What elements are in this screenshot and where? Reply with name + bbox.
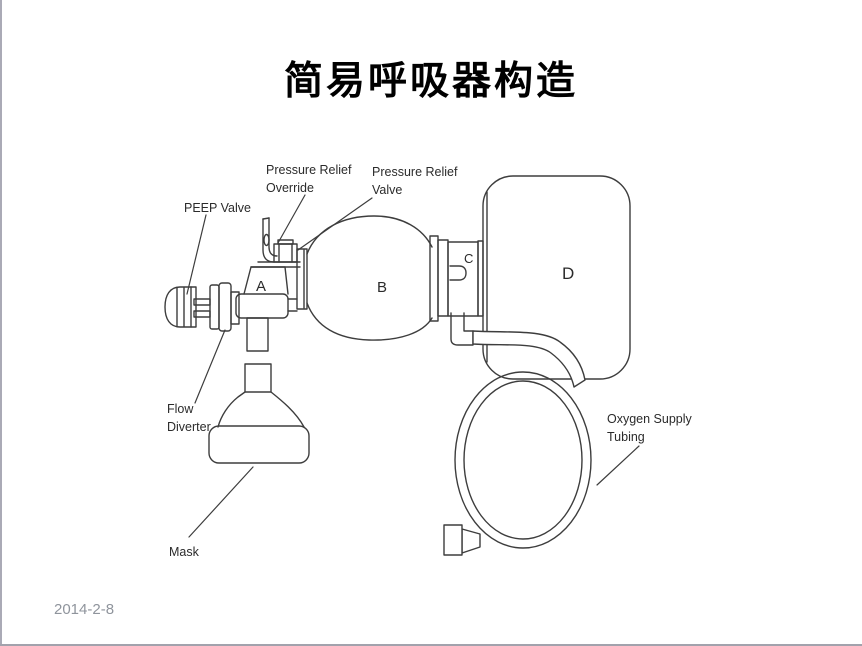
slide-title: 简易呼吸器构造 <box>283 58 578 105</box>
flow-diverter-label-line1: Flow <box>167 402 194 416</box>
flow-diverter-label-line2: Diverter <box>167 420 211 434</box>
flow-diverter-label: Flow Diverter <box>167 400 211 436</box>
oxygen-tubing-drawing <box>443 330 592 556</box>
pressure-relief-valve-label: Pressure Relief Valve <box>372 163 457 199</box>
pressure-relief-override-label-line1: Pressure Relief <box>266 163 352 177</box>
mask-leader <box>188 466 254 538</box>
slide-left-edge <box>0 0 2 646</box>
slide-date: 2014-2-8 <box>54 601 115 618</box>
override-leader <box>277 194 306 244</box>
pressure-relief-valve-label-line2: Valve <box>372 183 403 197</box>
part-letter-a: A <box>256 278 267 295</box>
part-letter-b: B <box>377 279 388 296</box>
oxygen-supply-tubing-label-line1: Oxygen Supply <box>607 412 692 426</box>
peep-valve-drawing <box>164 282 240 332</box>
patient-valve-drawing <box>235 261 301 352</box>
peep-valve-label: PEEP Valve <box>184 201 251 215</box>
mask-label: Mask <box>169 545 199 559</box>
slide-bottom-edge <box>0 644 862 646</box>
pressure-relief-valve-label-line1: Pressure Relief <box>372 165 458 179</box>
peep-valve-leader <box>186 214 207 295</box>
part-letter-d: D <box>562 264 575 283</box>
oxygen-supply-tubing-label-line2: Tubing <box>607 430 645 444</box>
pressure-relief-valve-drawing <box>273 239 298 263</box>
leader-lines <box>186 194 640 538</box>
relief-valve-leader <box>297 197 373 251</box>
flow-diverter-leader <box>194 329 226 404</box>
pressure-relief-override-drawing <box>262 217 278 263</box>
mask-drawing <box>208 363 310 464</box>
part-letter-c: C <box>464 251 474 266</box>
pressure-relief-override-label-line2: Override <box>266 181 314 195</box>
oxygen-supply-tubing-label: Oxygen Supply Tubing <box>607 410 692 446</box>
oxygen-tubing-leader <box>596 445 640 486</box>
pressure-relief-override-label: Pressure Relief Override <box>266 161 351 197</box>
